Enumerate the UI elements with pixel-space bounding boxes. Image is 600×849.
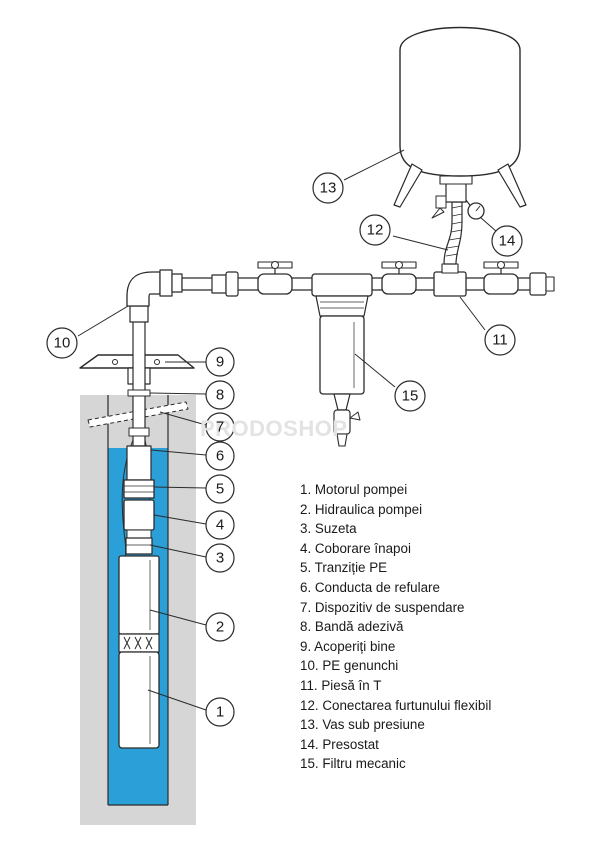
filter-drain [333,393,351,411]
leader-13 [343,149,405,181]
callout-circle-13 [312,172,344,204]
callout-number-5: 5 [216,481,224,498]
union-1 [211,274,227,294]
callout-circle-12 [359,214,391,246]
leader-1 [147,689,207,711]
callout-circle-2 [205,612,235,642]
callout-number-7: 7 [216,419,224,436]
callout-circle-4 [205,510,235,540]
callout-circle-3 [205,543,235,573]
leader-15 [354,353,396,388]
ground-section [80,395,196,825]
legend-item: 11. Piesă în T [300,677,382,693]
legend-item: 8. Bandă adezivă [300,619,404,635]
cover-bolt-right [154,359,160,365]
legend-list: 1. Motorul pompei 2. Hidraulica pompei 3… [300,480,491,774]
pressure-vessel [399,26,521,177]
callout-number-3: 3 [216,550,224,567]
callout-circle-9 [205,347,235,377]
callout-number-10: 10 [54,335,71,352]
filter-cap [315,295,369,317]
pump-intake-screen [118,633,160,653]
leader-10 [77,305,129,337]
leader-14 [479,216,498,233]
legend-item: 1. Motorul pompei [300,482,408,497]
leader-6 [150,449,207,456]
vessel-fitting [445,181,467,203]
callout-number-12: 12 [367,222,384,239]
legend-item: 7. Dispozitiv de suspendare [300,599,465,615]
pump-motor [118,651,160,749]
suction-inlet [125,537,153,555]
ball-valve-1 [257,273,293,295]
pe-transition [123,479,155,499]
callout-circle-14 [491,225,523,257]
legend-item: 10. PE genunchi [300,658,399,674]
legend-item: 5. Tranziție PE [300,560,388,576]
leader-12 [392,235,449,251]
adhesive-tape [127,389,151,397]
legend-item: 12. Conectarea furtunului flexibil [300,697,492,713]
callout-circle-11 [484,324,516,356]
vessel-valve [435,195,447,209]
drain-handle [349,411,361,421]
leader-2 [149,609,207,626]
filter-bowl [319,315,365,395]
callout-circle-5 [205,474,235,504]
callout-circle-6 [205,441,235,471]
callout-number-13: 13 [320,180,337,197]
outlet-union [529,272,547,296]
watermark-logo: PRODOSHOP [200,416,348,441]
legend-item: 6. Conducta de refulare [300,579,440,595]
callout-number-14: 14 [499,233,516,250]
callout-number-2: 2 [216,619,224,636]
callout-number-1: 1 [216,704,224,721]
legend-item: 4. Coborare înapoi [300,540,411,556]
callout-number-11: 11 [492,332,508,349]
ball-valve-2 [381,273,417,295]
legend-item: 9. Acoperiți bine [300,638,396,654]
callout-number-4: 4 [216,517,224,534]
legend-item: 13. Vas sub presiune [300,717,425,733]
cover-bolt-left [112,359,118,365]
legend-item: 3. Suzeta [300,521,357,537]
callout-circle-8 [205,380,235,410]
callout-circle-15 [394,380,426,412]
callout-number-6: 6 [216,448,224,465]
discharge-pipe [126,445,152,481]
vessel-leg-left [393,163,423,208]
leader-8 [149,392,207,395]
leader-11 [459,296,486,331]
callout-circle-7 [205,412,235,442]
legend-item: 15. Filtru mecanic [300,756,406,772]
filter-head [311,273,373,297]
callout-number-15: 15 [402,388,419,405]
leader-4 [153,514,207,525]
leader-3 [149,544,207,558]
pe-elbow [126,271,161,307]
vessel-leg-right [497,163,527,208]
pe-transition-upper [129,305,149,323]
pipe-clamp [128,427,150,437]
leader-7 [159,411,207,426]
callout-circle-1 [205,697,235,727]
legend-item: 2. Hidraulica pompei [300,501,423,517]
t-piece [433,271,467,297]
leader-5 [153,486,207,489]
legend-item: 14. Presostat [300,736,379,752]
callout-number-8: 8 [216,387,224,404]
check-valve [123,499,155,531]
callout-number-9: 9 [216,354,224,371]
ball-valve-3 [483,273,519,295]
drop-pipe [132,319,146,447]
callout-circle-10 [46,327,78,359]
pump-hydraulics [118,555,160,635]
